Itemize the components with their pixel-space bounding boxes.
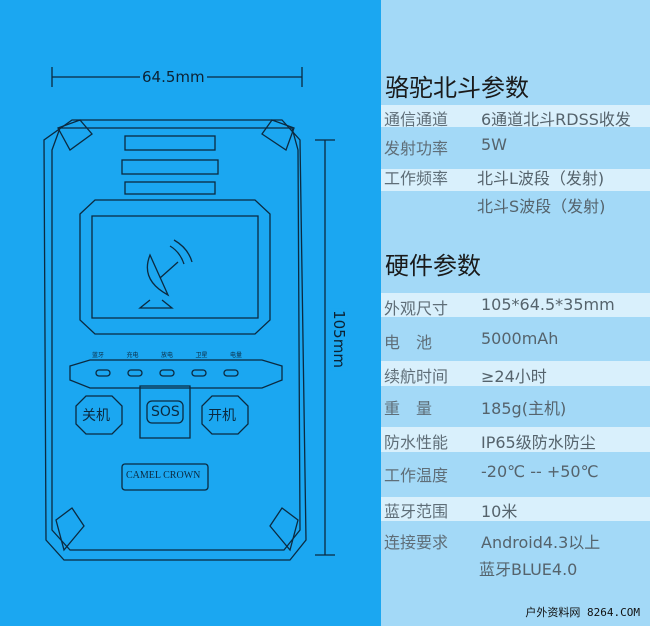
spec-row: 续航时间 ≥24小时 bbox=[381, 361, 650, 386]
width-label: 64.5mm bbox=[140, 68, 207, 86]
indicator-label: 卫星 bbox=[195, 352, 208, 359]
spec-value: 105*64.5*35mm bbox=[481, 295, 615, 314]
indicator-label: 电量 bbox=[229, 352, 242, 359]
spec-row: 防水性能 IP65级防水防尘 bbox=[381, 427, 650, 452]
spec-row: 电 池 5000mAh bbox=[381, 317, 650, 361]
indicator-leds bbox=[95, 369, 239, 377]
spec-key: 电 池 bbox=[384, 333, 433, 352]
indicator-labels: 蓝牙 充电 放电 卫星 电量 bbox=[92, 350, 242, 359]
spec-row: 发射功率 5W bbox=[381, 127, 650, 169]
device-drawing bbox=[43, 67, 335, 561]
indicator-label: 放电 bbox=[160, 352, 173, 359]
spec-value: Android4.3以上 bbox=[481, 533, 601, 552]
power-on-button: 开机 bbox=[208, 408, 236, 424]
spec-row: 通信通道 6通道北斗RDSS收发 bbox=[381, 105, 650, 129]
product-illustration-panel: 64.5mm 105mm 蓝牙 充电 放电 卫星 电量 关机 SOS 开机 CAMEL … bbox=[0, 0, 373, 626]
spec-row: 工作频率 北斗L波段（发射) bbox=[381, 169, 650, 191]
spec-panel: 骆驼北斗参数 通信通道 6通道北斗RDSS收发 发射功率 5W 工作频率 北斗L波段（… bbox=[381, 0, 650, 626]
spec-key: 工作频率 bbox=[384, 169, 449, 188]
spec-key: 续航时间 bbox=[384, 367, 449, 386]
spec-key: 发射功率 bbox=[384, 139, 449, 158]
spec-key: 工作温度 bbox=[384, 466, 449, 485]
spec-key: 防水性能 bbox=[384, 433, 449, 452]
height-label: 105mm bbox=[329, 308, 348, 370]
beidou-title: 骆驼北斗参数 bbox=[385, 74, 529, 102]
divider-strip bbox=[373, 0, 381, 626]
watermark: 户外资料网 8264.COM bbox=[525, 606, 640, 619]
spec-value: IP65级防水防尘 bbox=[481, 433, 596, 452]
spec-key: 外观尺寸 bbox=[384, 299, 449, 318]
hardware-title: 硬件参数 bbox=[385, 252, 481, 280]
indicator-label: 蓝牙 bbox=[92, 352, 105, 359]
spec-value: 10米 bbox=[481, 502, 518, 521]
power-off-button: 关机 bbox=[82, 408, 110, 424]
spec-value: 5000mAh bbox=[481, 329, 559, 348]
sos-button: SOS bbox=[151, 404, 180, 420]
spec-value: 蓝牙BLUE4.0 bbox=[479, 560, 578, 579]
spec-key: 通信通道 bbox=[384, 110, 449, 129]
spec-key: 连接要求 bbox=[384, 533, 449, 552]
spec-value: 北斗L波段（发射) bbox=[477, 169, 605, 188]
spec-value: 6通道北斗RDSS收发 bbox=[481, 110, 631, 129]
brand-label: CAMEL CROWN bbox=[126, 470, 201, 481]
height-dimension-line bbox=[315, 139, 335, 556]
spec-row: 重 量 185g(主机) bbox=[381, 386, 650, 427]
spec-key: 蓝牙范围 bbox=[384, 502, 449, 521]
spec-row: 连接要求 Android4.3以上蓝牙BLUE4.0 bbox=[381, 521, 650, 581]
spec-key: 重 量 bbox=[384, 399, 433, 418]
spec-row: 外观尺寸 105*64.5*35mm bbox=[381, 293, 650, 318]
indicator-label: 充电 bbox=[126, 352, 139, 359]
spec-row: 工作温度 -20℃ -- +50℃ bbox=[381, 452, 650, 497]
spec-value: 185g(主机) bbox=[481, 399, 567, 418]
spec-value: ≥24小时 bbox=[481, 367, 547, 386]
spec-value: -20℃ -- +50℃ bbox=[481, 462, 599, 481]
spec-row: 蓝牙范围 10米 bbox=[381, 497, 650, 521]
spec-value: 5W bbox=[481, 135, 507, 154]
satellite-dish-icon bbox=[138, 239, 193, 309]
spec-value: 北斗S波段（发射) bbox=[477, 197, 606, 216]
